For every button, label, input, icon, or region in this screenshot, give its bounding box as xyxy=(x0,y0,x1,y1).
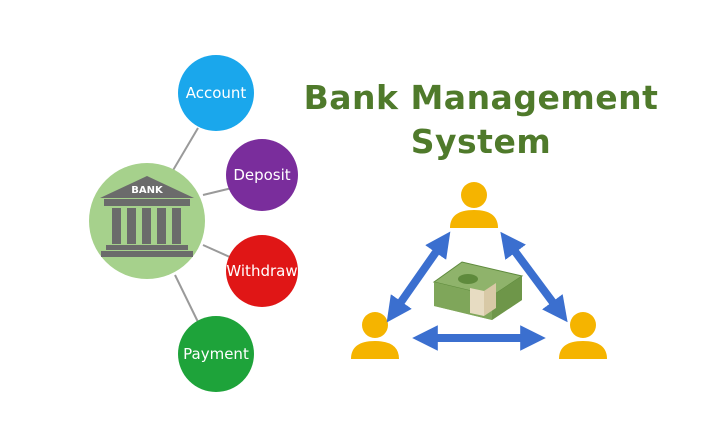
connector-payment xyxy=(174,274,199,323)
node-payment-label: Payment xyxy=(183,345,249,363)
node-withdraw: Withdraw xyxy=(226,235,298,307)
user-icon-top xyxy=(450,182,498,228)
title-line-2: System xyxy=(410,122,552,161)
bank-icon xyxy=(100,176,194,257)
node-payment: Payment xyxy=(178,316,254,392)
node-account-label: Account xyxy=(185,84,247,102)
node-deposit: Deposit xyxy=(226,139,298,211)
user-icon-right xyxy=(559,312,607,359)
connector-withdraw xyxy=(202,244,233,259)
connector-deposit xyxy=(202,187,233,196)
arrow-right-edge xyxy=(500,231,568,323)
node-deposit-label: Deposit xyxy=(233,166,291,184)
bank-label: BANK xyxy=(131,185,163,196)
user-icon-left xyxy=(351,312,399,359)
page-title: Bank Management System xyxy=(296,76,666,164)
connector-account xyxy=(171,127,199,173)
money-stack-icon xyxy=(432,261,524,320)
node-withdraw-label: Withdraw xyxy=(226,262,298,280)
node-account: Account xyxy=(178,55,254,131)
hub-connectors xyxy=(171,127,233,323)
title-line-1: Bank Management xyxy=(303,78,659,117)
arrow-left-edge xyxy=(386,231,451,323)
double-arrow-icon xyxy=(386,231,568,351)
